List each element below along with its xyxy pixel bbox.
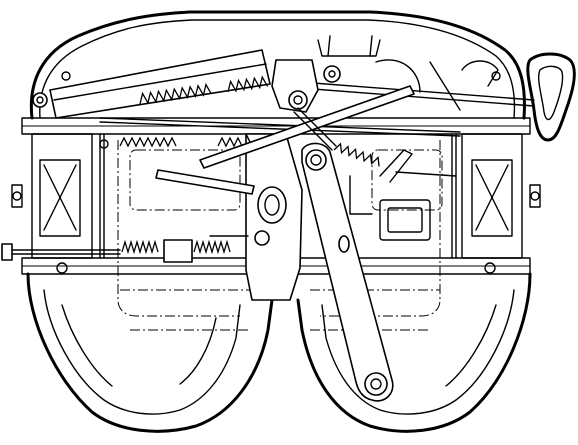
right-spring: [333, 142, 380, 167]
top-plate-outline: [29, 10, 526, 120]
middle-spring: [119, 136, 243, 148]
top-pivot-bracket: [271, 35, 421, 113]
release-rod: [99, 81, 535, 137]
upper-spring: [139, 75, 269, 105]
main-lever-arm: [301, 142, 394, 402]
left-leg: [26, 272, 274, 433]
pull-handle: [526, 52, 576, 142]
left-side-bracket: [11, 133, 105, 259]
right-side-bracket: [451, 133, 541, 259]
lower-spring-and-rod: [1, 239, 231, 263]
linkage-bars: [155, 85, 457, 195]
bolt-holes: [56, 71, 501, 274]
right-inner-block: [349, 175, 431, 241]
upper-cylinder: [32, 49, 271, 119]
top-right-hook: [429, 60, 499, 111]
right-leg: [296, 272, 532, 433]
